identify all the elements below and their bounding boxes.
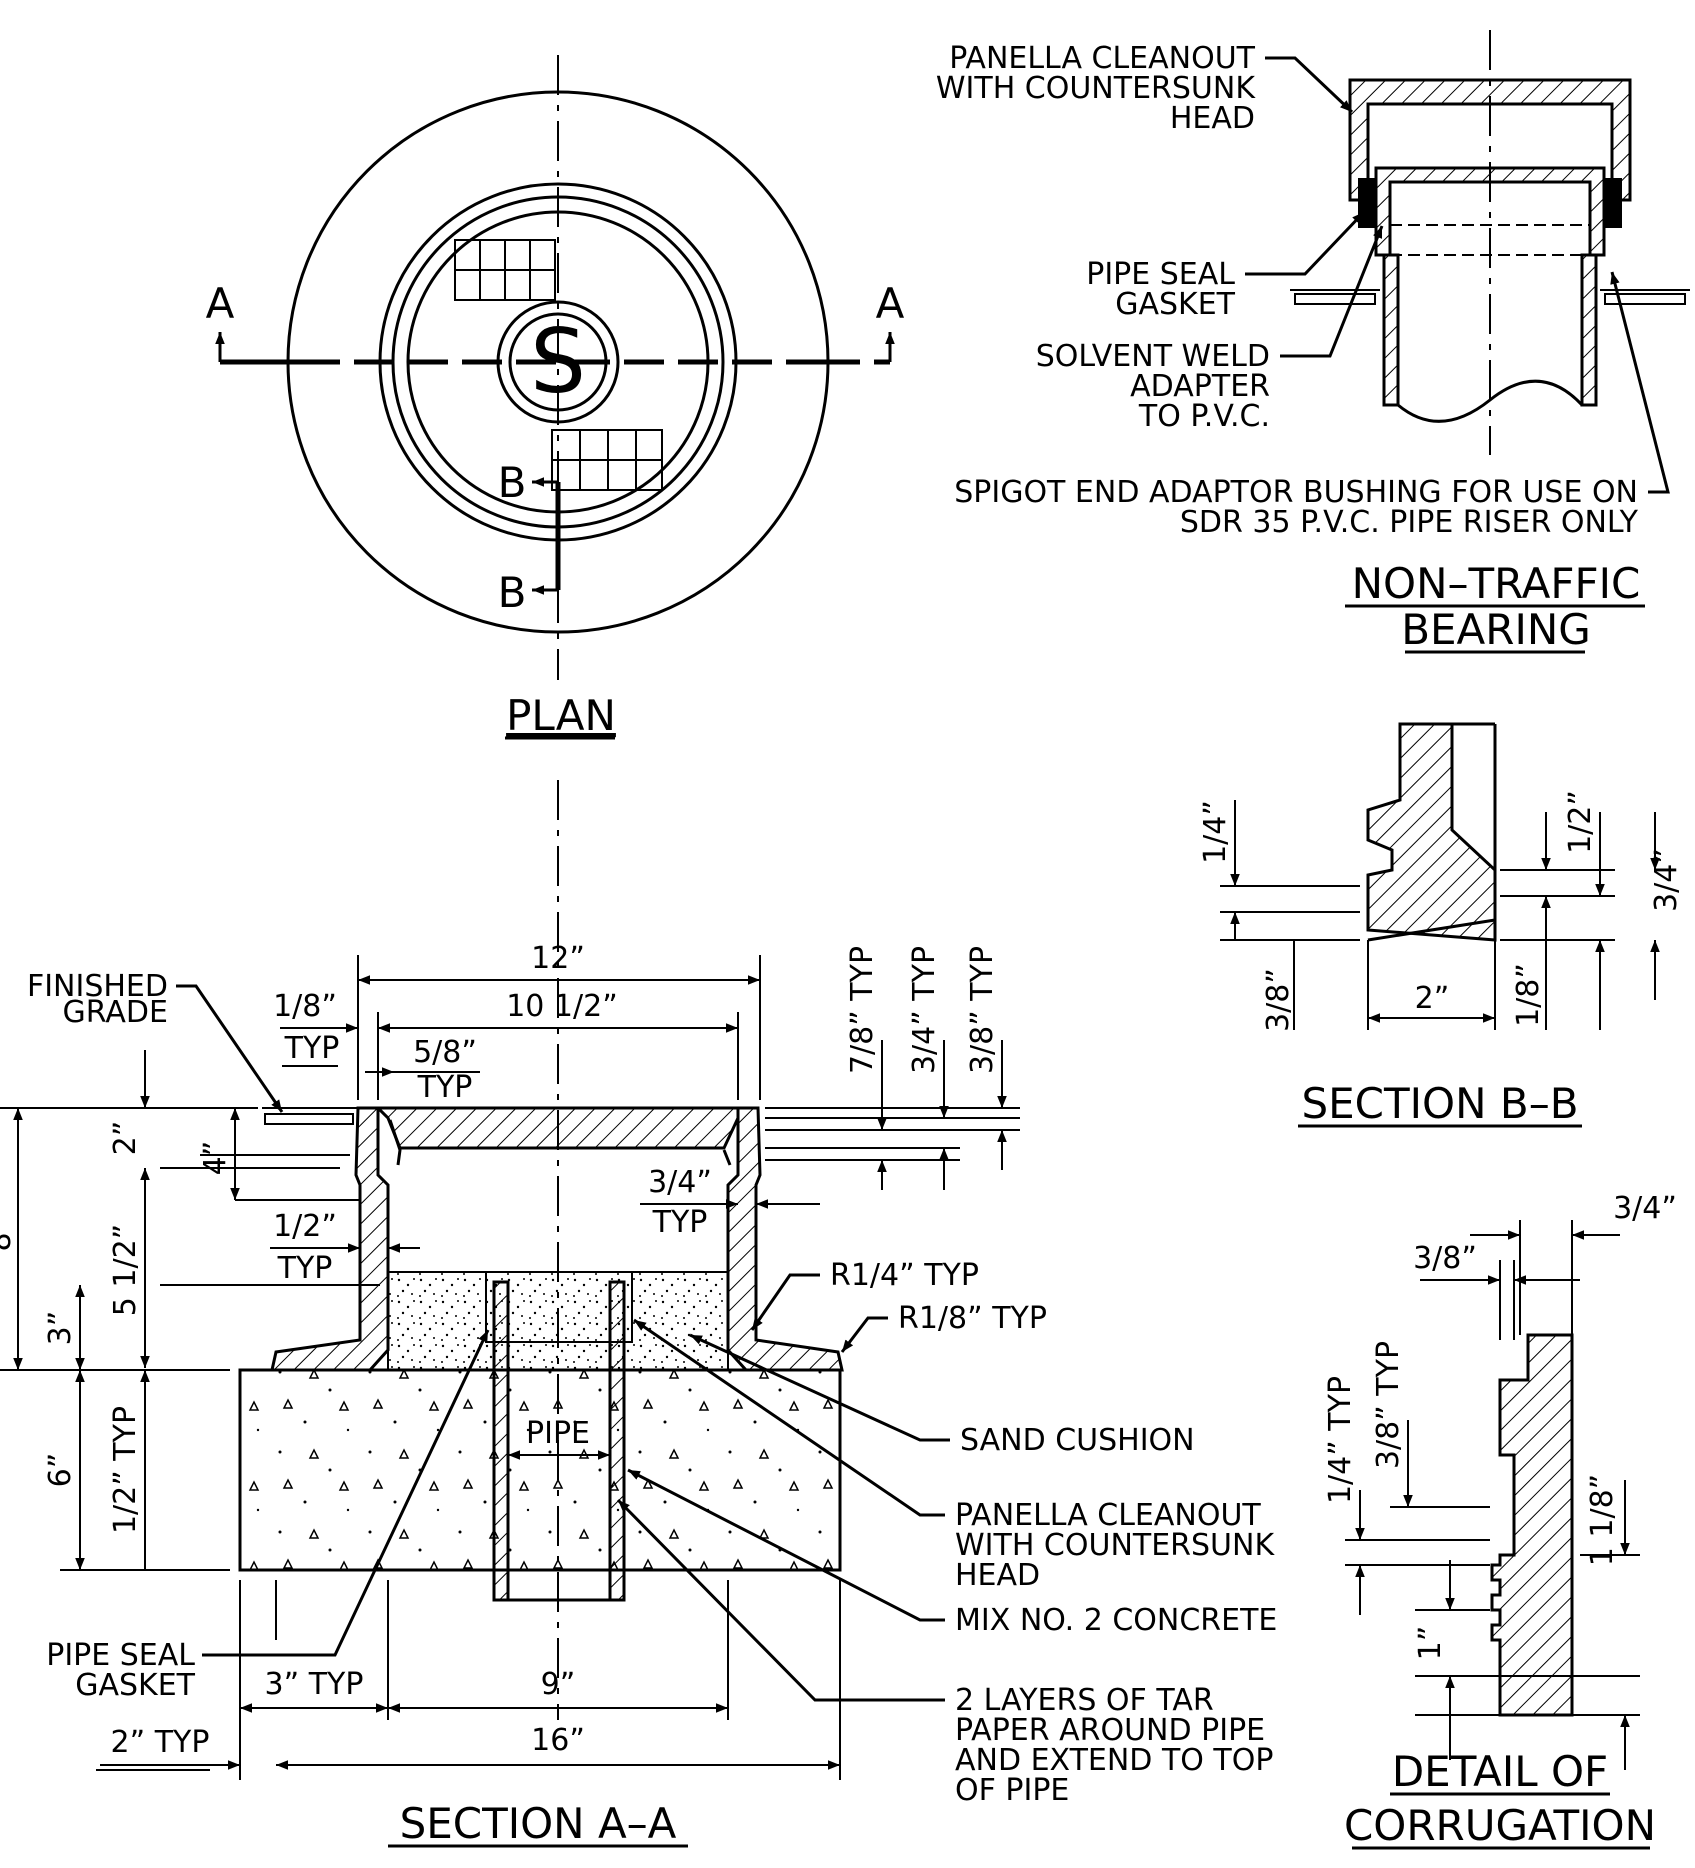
section-aa-dim-16: 16” xyxy=(531,1723,585,1758)
corrugation-detail: 3/4” 3/8” 3/8” TYP 1/4” TYP 1” 1 1/8” DE… xyxy=(1323,1191,1677,1850)
plan-section-a-left: A xyxy=(206,279,235,328)
plan-lettering-pattern-bottom xyxy=(551,429,663,491)
section-aa-concrete-slab xyxy=(238,1368,842,1572)
corrugation-dim-1-1-8: 1 1/8” xyxy=(1585,1474,1620,1566)
corrugation-dim-3-4: 3/4” xyxy=(1613,1191,1677,1226)
section-aa-dim-1-2-typ: TYP xyxy=(277,1251,333,1286)
section-aa-label-cleanout-3: HEAD xyxy=(955,1558,1040,1593)
section-bb-detail: 1/4” 3/8” 2” 1/2” 1/8” 3/4” SECTION B–B xyxy=(1198,722,1684,1128)
non-traffic-title-2: BEARING xyxy=(1401,605,1591,654)
section-aa-label-cleanout-2: WITH COUNTERSUNK xyxy=(955,1528,1275,1563)
section-aa-label-r14: R1/4” TYP xyxy=(830,1258,979,1293)
corrugation-title-2: CORRUGATION xyxy=(1344,1801,1656,1850)
non-traffic-label-cleanout-1: PANELLA CLEANOUT xyxy=(949,41,1255,76)
section-bb-dim-1-8: 1/8” xyxy=(1511,963,1546,1027)
section-bb-dim-1-2: 1/2” xyxy=(1563,790,1598,854)
section-aa-label-finished-grade-2: GRADE xyxy=(63,995,168,1030)
section-aa-label-tar-2: PAPER AROUND PIPE xyxy=(955,1713,1265,1748)
non-traffic-label-gasket-1: PIPE SEAL xyxy=(1086,257,1235,292)
plan-title: PLAN xyxy=(506,691,616,740)
section-bb-dim-1-4: 1/4” xyxy=(1198,800,1233,864)
section-aa-dim-1-8: 1/8” xyxy=(273,989,337,1024)
section-aa-label-r18: R1/8” TYP xyxy=(898,1301,1047,1336)
plan-section-b-bottom: B xyxy=(498,568,527,617)
section-aa-dim-1-8-typ: TYP xyxy=(284,1031,340,1066)
section-bb-dim-3-8: 3/8” xyxy=(1261,968,1296,1032)
section-aa-dim-3-4: 3/4” xyxy=(648,1165,712,1200)
section-aa-dim-5-1-2: 5 1/2” xyxy=(108,1224,143,1316)
non-traffic-bearing-detail: PANELLA CLEANOUT WITH COUNTERSUNK HEAD P… xyxy=(936,30,1690,654)
section-aa-dim-2: 2” xyxy=(108,1121,143,1156)
section-aa-detail: PIPE FINISHED GRADE 12” 10 1/2” 1/8” TYP… xyxy=(0,780,1277,1848)
non-traffic-grade-right xyxy=(1600,289,1690,305)
section-aa-dim-8: 8 xyxy=(0,1232,18,1251)
non-traffic-label-spigot-1: SPIGOT END ADAPTOR BUSHING FOR USE ON xyxy=(954,475,1638,510)
plan-view: S A A B B PLAN xyxy=(206,55,905,740)
section-aa-label-tar-3: AND EXTEND TO TOP xyxy=(955,1743,1273,1778)
non-traffic-grade-left xyxy=(1290,289,1380,305)
section-aa-lid xyxy=(374,1106,740,1150)
corrugation-dim-3-8: 3/8” xyxy=(1413,1241,1477,1276)
non-traffic-label-gasket-2: GASKET xyxy=(1115,287,1235,322)
corrugation-title-1: DETAIL OF xyxy=(1392,1747,1608,1796)
section-bb-dim-2: 2” xyxy=(1415,981,1450,1016)
plan-section-a-right: A xyxy=(876,279,905,328)
section-aa-dim-1-2: 1/2” xyxy=(273,1209,337,1244)
section-aa-dim-3-4-typ: 3/4” TYP xyxy=(907,946,942,1074)
section-aa-dim-12: 12” xyxy=(531,941,585,976)
section-bb-dim-3-4: 3/4” xyxy=(1649,848,1684,912)
section-aa-pipe-left-wall xyxy=(492,1280,510,1602)
section-aa-dim-5-8-typ: TYP xyxy=(417,1070,473,1105)
section-aa-pipe-right-wall xyxy=(608,1280,626,1602)
section-aa-dim-3-8-typ: 3/8” TYP xyxy=(965,946,1000,1074)
section-aa-dim-6: 6” xyxy=(43,1453,78,1488)
section-aa-label-finished-grade-1: FINISHED xyxy=(27,969,168,1004)
section-aa-label-gasket-1: PIPE SEAL xyxy=(46,1638,195,1673)
non-traffic-label-cleanout-3: HEAD xyxy=(1170,101,1255,136)
section-aa-label-gasket-2: GASKET xyxy=(75,1668,195,1703)
non-traffic-label-spigot-2: SDR 35 P.V.C. PIPE RISER ONLY xyxy=(1180,505,1639,540)
section-aa-dim-1-2-typ-vertical: 1/2” TYP xyxy=(108,1406,143,1534)
non-traffic-title-1: NON–TRAFFIC xyxy=(1352,559,1641,608)
section-aa-dim-3-typ: 3” TYP xyxy=(265,1667,364,1702)
section-aa-sand-cushion xyxy=(387,1271,729,1371)
corrugation-dim-3-8-typ: 3/8” TYP xyxy=(1371,1341,1406,1469)
section-aa-title: SECTION A–A xyxy=(400,1799,677,1848)
section-aa-label-cleanout-1: PANELLA CLEANOUT xyxy=(955,1498,1261,1533)
section-aa-dim-3: 3” xyxy=(43,1311,78,1346)
non-traffic-label-adapter-3: TO P.V.C. xyxy=(1138,399,1270,434)
section-aa-label-sand: SAND CUSHION xyxy=(960,1423,1195,1458)
section-aa-dim-2-typ: 2” TYP xyxy=(111,1725,210,1760)
section-aa-dim-3-4-typ-label: TYP xyxy=(652,1205,708,1240)
plan-section-b-top: B xyxy=(498,458,527,507)
non-traffic-label-adapter-2: ADAPTER xyxy=(1130,369,1270,404)
section-bb-title: SECTION B–B xyxy=(1301,1079,1578,1128)
section-aa-label-tar-1: 2 LAYERS OF TAR xyxy=(955,1683,1214,1718)
section-aa-dim-5-8: 5/8” xyxy=(413,1035,477,1070)
corrugation-dim-1: 1” xyxy=(1413,1626,1448,1661)
section-aa-dim-10-5: 10 1/2” xyxy=(506,989,618,1024)
non-traffic-label-adapter-1: SOLVENT WELD xyxy=(1036,339,1270,374)
corrugation-dim-1-4-typ: 1/4” TYP xyxy=(1323,1376,1358,1504)
plan-lettering-pattern-top xyxy=(454,239,556,301)
section-aa-dim-7-8: 7/8” TYP xyxy=(845,946,880,1074)
non-traffic-label-cleanout-2: WITH COUNTERSUNK xyxy=(936,71,1256,106)
section-aa-label-concrete: MIX NO. 2 CONCRETE xyxy=(955,1603,1277,1638)
section-aa-label-tar-4: OF PIPE xyxy=(955,1773,1069,1808)
section-aa-label-pipe: PIPE xyxy=(526,1416,590,1451)
section-aa-dim-4: 4” xyxy=(198,1141,233,1176)
section-aa-dim-9: 9” xyxy=(541,1667,576,1702)
section-aa-frame xyxy=(270,1106,390,1372)
